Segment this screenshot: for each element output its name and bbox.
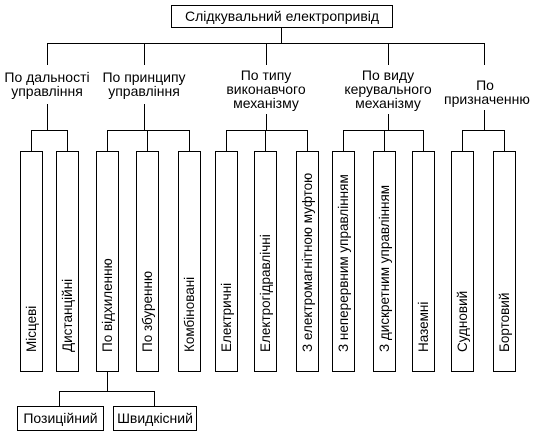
item-label: З дискретним управлінням: [376, 184, 392, 352]
connector-line: [107, 130, 190, 131]
connector-line: [265, 130, 266, 151]
connector-line: [226, 130, 227, 151]
item-box: Місцеві: [20, 151, 43, 372]
connector-line: [388, 43, 389, 65]
item-box: По відхиленню: [96, 151, 119, 372]
category-label-line: По принципу: [102, 69, 186, 85]
connector-line: [147, 130, 148, 151]
subitem-box: Позиційний: [17, 406, 104, 431]
category-label-line: виконавчого: [226, 81, 306, 97]
connector-line: [107, 372, 108, 391]
root-node: Слідкувальний електропривід: [171, 5, 393, 28]
connector-line: [343, 130, 344, 151]
connector-line: [384, 130, 385, 151]
connector-line: [266, 43, 267, 65]
connector-line: [31, 130, 32, 151]
connector-line: [307, 130, 308, 151]
item-box: По збуренню: [136, 151, 159, 372]
connector-line: [59, 391, 155, 392]
item-box: Дистанційні: [56, 151, 79, 372]
connector-line: [484, 110, 485, 130]
connector-line: [67, 130, 68, 151]
connector-line: [281, 28, 282, 43]
item-box: Комбіновані: [178, 151, 201, 372]
connector-line: [144, 104, 145, 130]
category-actuator-label: По типу виконавчого механізму: [216, 68, 316, 110]
item-label: Місцеві: [23, 305, 39, 352]
category-label-line: По дальності: [4, 69, 90, 85]
connector-line: [388, 114, 389, 130]
item-label: Комбіновані: [181, 276, 197, 352]
item-label: Електричні: [218, 282, 234, 352]
item-label: Електрогідравлічні: [257, 234, 273, 352]
connector-line: [484, 43, 485, 65]
item-box: Наземні: [412, 151, 435, 372]
item-box: Бортовий: [493, 151, 516, 372]
connector-line: [266, 114, 267, 130]
category-label-line: По виду: [361, 67, 415, 83]
connector-line: [504, 130, 505, 151]
connector-line: [462, 130, 505, 131]
item-box: З дискретним управлінням: [373, 151, 396, 372]
connector-line: [47, 43, 48, 65]
category-principle-label: По принципу управління: [97, 70, 191, 98]
category-label-line: призначенню: [444, 91, 530, 107]
category-label-line: По типу: [240, 67, 292, 83]
connector-line: [144, 43, 145, 65]
category-label-line: механізму: [355, 95, 421, 111]
category-purpose-label: По призначенню: [444, 77, 530, 107]
item-label: По відхиленню: [99, 258, 115, 352]
category-label-line: управління: [108, 83, 180, 99]
item-label: По збуренню: [139, 270, 155, 352]
category-label-line: управління: [11, 83, 83, 99]
category-label-line: керувального: [344, 81, 432, 97]
item-box: Електричні: [215, 151, 238, 372]
connector-line: [47, 104, 48, 130]
connector-line: [423, 130, 424, 151]
category-label-line: По: [476, 77, 494, 93]
connector-line: [462, 130, 463, 151]
category-range-label: По дальності управління: [0, 70, 94, 98]
connector-line: [31, 130, 68, 131]
item-box: Електрогідравлічні: [254, 151, 277, 372]
item-box: З неперервним управлінням: [332, 151, 355, 372]
item-label: Бортовий: [496, 292, 512, 352]
connector-line: [343, 130, 424, 131]
connector-line: [59, 391, 60, 406]
item-label: Наземні: [415, 301, 431, 352]
connector-line: [154, 391, 155, 406]
item-label: З електромагнітною муфтою: [299, 172, 315, 352]
category-label-line: механізму: [233, 95, 299, 111]
category-mechanism-label: По виду керувального механізму: [334, 68, 442, 110]
item-label: Судновий: [454, 290, 470, 352]
item-box: З електромагнітною муфтою: [296, 151, 319, 372]
connector-line: [189, 130, 190, 151]
connector-line: [226, 130, 308, 131]
connector-line: [107, 130, 108, 151]
item-label: З неперервним управлінням: [335, 174, 351, 352]
subitem-box: Швидкісний: [113, 406, 197, 431]
item-label: Дистанційні: [59, 278, 75, 352]
item-box: Судновий: [451, 151, 474, 372]
